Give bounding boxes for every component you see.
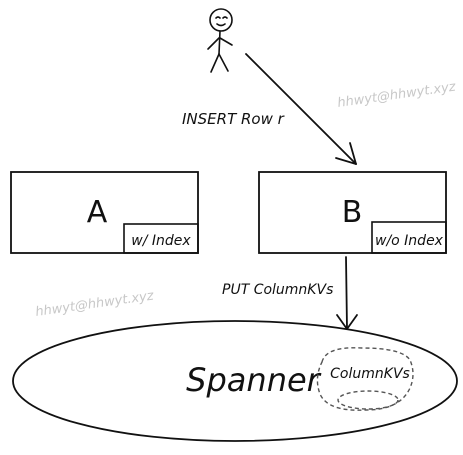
stick-figure-icon [207, 8, 233, 73]
node-a [10, 171, 199, 254]
node-b-label: B [342, 195, 363, 230]
node-a-label: A [87, 195, 108, 230]
node-a-tag: w/ Index [131, 233, 191, 249]
node-b [258, 171, 447, 254]
spanner-storage [12, 320, 458, 442]
put-arrow-label: PUT ColumnKVs [222, 282, 333, 298]
node-b-tag: w/o Index [375, 233, 444, 249]
columnkvs-group [316, 347, 414, 411]
columnkvs-label: ColumnKVs [330, 366, 410, 382]
spanner-label: Spanner [186, 361, 321, 399]
watermark-top: hhwyt@hhwyt.xyz [336, 79, 457, 111]
insert-arrow-label: INSERT Row r [182, 110, 285, 128]
insert-arrow [245, 53, 357, 165]
put-arrow [336, 256, 358, 330]
watermark-left: hhwyt@hhwyt.xyz [34, 288, 155, 320]
